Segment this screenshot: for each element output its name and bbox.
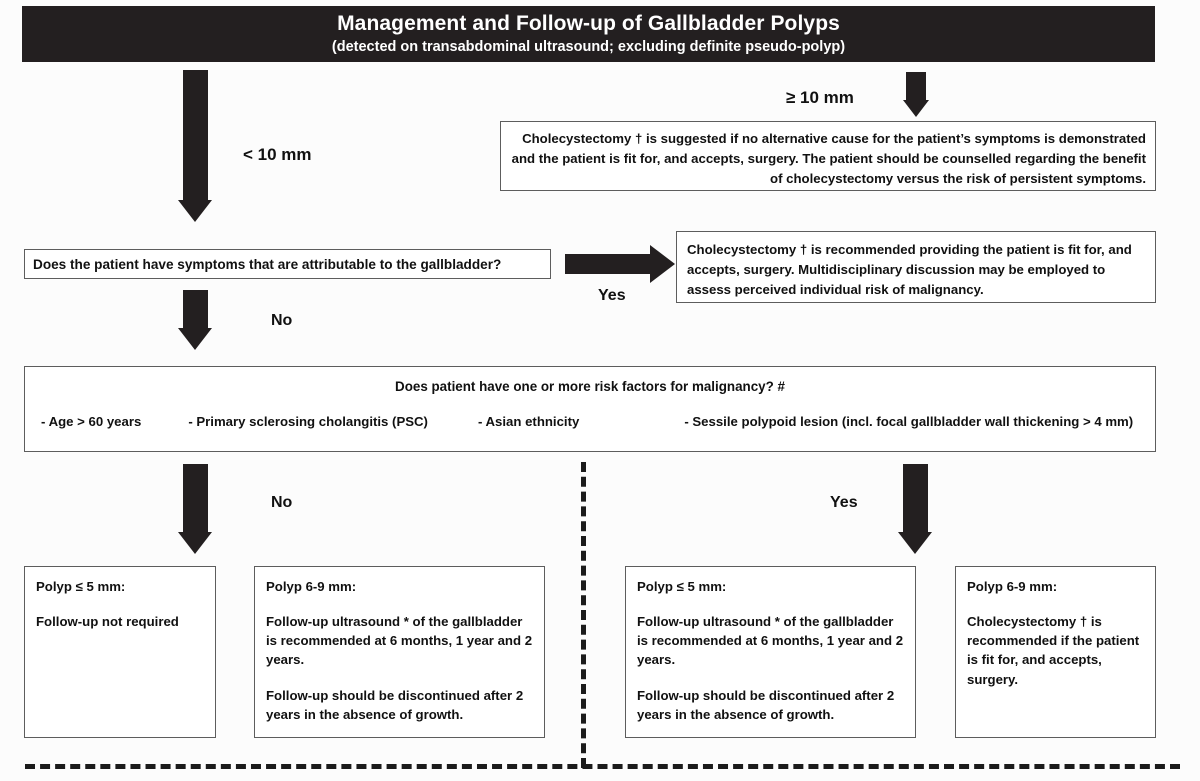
box-ge10mm-recommendation: Cholecystectomy † is suggested if no alt… bbox=[500, 121, 1156, 191]
outcome-heading: Polyp 6-9 mm: bbox=[967, 579, 1058, 594]
arrow-symptoms-no-shaft bbox=[183, 290, 208, 332]
risk-question-text: Does patient have one or more risk facto… bbox=[395, 379, 785, 394]
arrow-symptoms-yes-shaft bbox=[565, 254, 652, 274]
arrow-lt10-shaft bbox=[183, 70, 208, 202]
outcome-paragraph: Follow-up not required bbox=[36, 614, 179, 630]
spacer bbox=[36, 596, 205, 612]
risk-factor-item: - Asian ethnicity bbox=[477, 414, 580, 429]
risk-factor-item: - Primary sclerosing cholangitis (PSC) bbox=[188, 414, 428, 429]
outcome-heading: Polyp ≤ 5 mm: bbox=[36, 579, 126, 594]
arrow-risk-no-head-icon bbox=[178, 532, 212, 554]
outcome-paragraph: Follow-up ultrasound * of the gallbladde… bbox=[637, 614, 904, 668]
label-risk-yes: Yes bbox=[830, 494, 858, 511]
page-subtitle: (detected on transabdominal ultrasound; … bbox=[331, 38, 846, 55]
box-symptoms-question: Does the patient have symptoms that are … bbox=[24, 249, 551, 279]
outcome-paragraph: Follow-up should be discontinued after 2… bbox=[266, 687, 524, 722]
spacer bbox=[266, 596, 534, 612]
risk-factor-item: - Age > 60 years bbox=[41, 414, 142, 429]
outcome-paragraph: Follow-up should be discontinued after 2… bbox=[637, 687, 895, 722]
spacer bbox=[967, 596, 1145, 612]
outcome-heading: Polyp ≤ 5 mm: bbox=[637, 579, 727, 594]
ge10-recommendation-text: Cholecystectomy † is suggested if no alt… bbox=[511, 131, 1146, 187]
box-outcome-polyp-6to9-no-risk: Polyp 6-9 mm: Follow-up ultrasound * of … bbox=[254, 566, 545, 738]
divider-horizontal-dashed bbox=[25, 764, 1180, 769]
box-outcome-polyp-le5-with-risk: Polyp ≤ 5 mm: Follow-up ultrasound * of … bbox=[625, 566, 916, 738]
arrow-ge10-head-icon bbox=[903, 100, 929, 117]
divider-vertical-dashed bbox=[581, 462, 586, 768]
spacer bbox=[637, 596, 905, 612]
risk-factor-item: - Sessile polypoid lesion (incl. focal g… bbox=[684, 414, 1134, 429]
arrow-symptoms-yes-head-icon bbox=[650, 245, 675, 283]
arrow-risk-yes-head-icon bbox=[898, 532, 932, 554]
spacer bbox=[266, 670, 534, 686]
box-risk-factors: Does patient have one or more risk facto… bbox=[24, 366, 1156, 452]
label-symptoms-no: No bbox=[271, 312, 293, 329]
label-size-ge10: ≥ 10 mm bbox=[786, 88, 854, 107]
label-size-lt10: < 10 mm bbox=[243, 145, 312, 164]
box-yes-cholecystectomy: Cholecystectomy † is recommended providi… bbox=[676, 231, 1156, 303]
label-symptoms-yes: Yes bbox=[598, 287, 626, 304]
arrow-symptoms-no-head-icon bbox=[178, 328, 212, 350]
yes-cholecystectomy-text: Cholecystectomy † is recommended providi… bbox=[687, 242, 1132, 298]
outcome-paragraph: Follow-up ultrasound * of the gallbladde… bbox=[266, 614, 533, 668]
arrow-risk-yes-shaft bbox=[903, 464, 928, 536]
page-title: Management and Follow-up of Gallbladder … bbox=[337, 11, 840, 35]
box-outcome-polyp-le5-no-risk: Polyp ≤ 5 mm: Follow-up not required bbox=[24, 566, 216, 738]
outcome-paragraph: Cholecystectomy † is recommended if the … bbox=[967, 614, 1140, 687]
box-outcome-polyp-6to9-with-risk: Polyp 6-9 mm: Cholecystectomy † is recom… bbox=[955, 566, 1156, 738]
risk-factor-list: - Age > 60 years - Primary sclerosing ch… bbox=[25, 414, 1155, 429]
outcome-heading: Polyp 6-9 mm: bbox=[266, 579, 357, 594]
label-risk-no: No bbox=[271, 494, 293, 511]
arrow-lt10-head-icon bbox=[178, 200, 212, 222]
arrow-risk-no-shaft bbox=[183, 464, 208, 536]
chart-header: Management and Follow-up of Gallbladder … bbox=[22, 6, 1155, 62]
arrow-ge10-shaft bbox=[906, 72, 926, 102]
symptoms-question-text: Does the patient have symptoms that are … bbox=[33, 256, 502, 272]
spacer bbox=[637, 670, 905, 686]
